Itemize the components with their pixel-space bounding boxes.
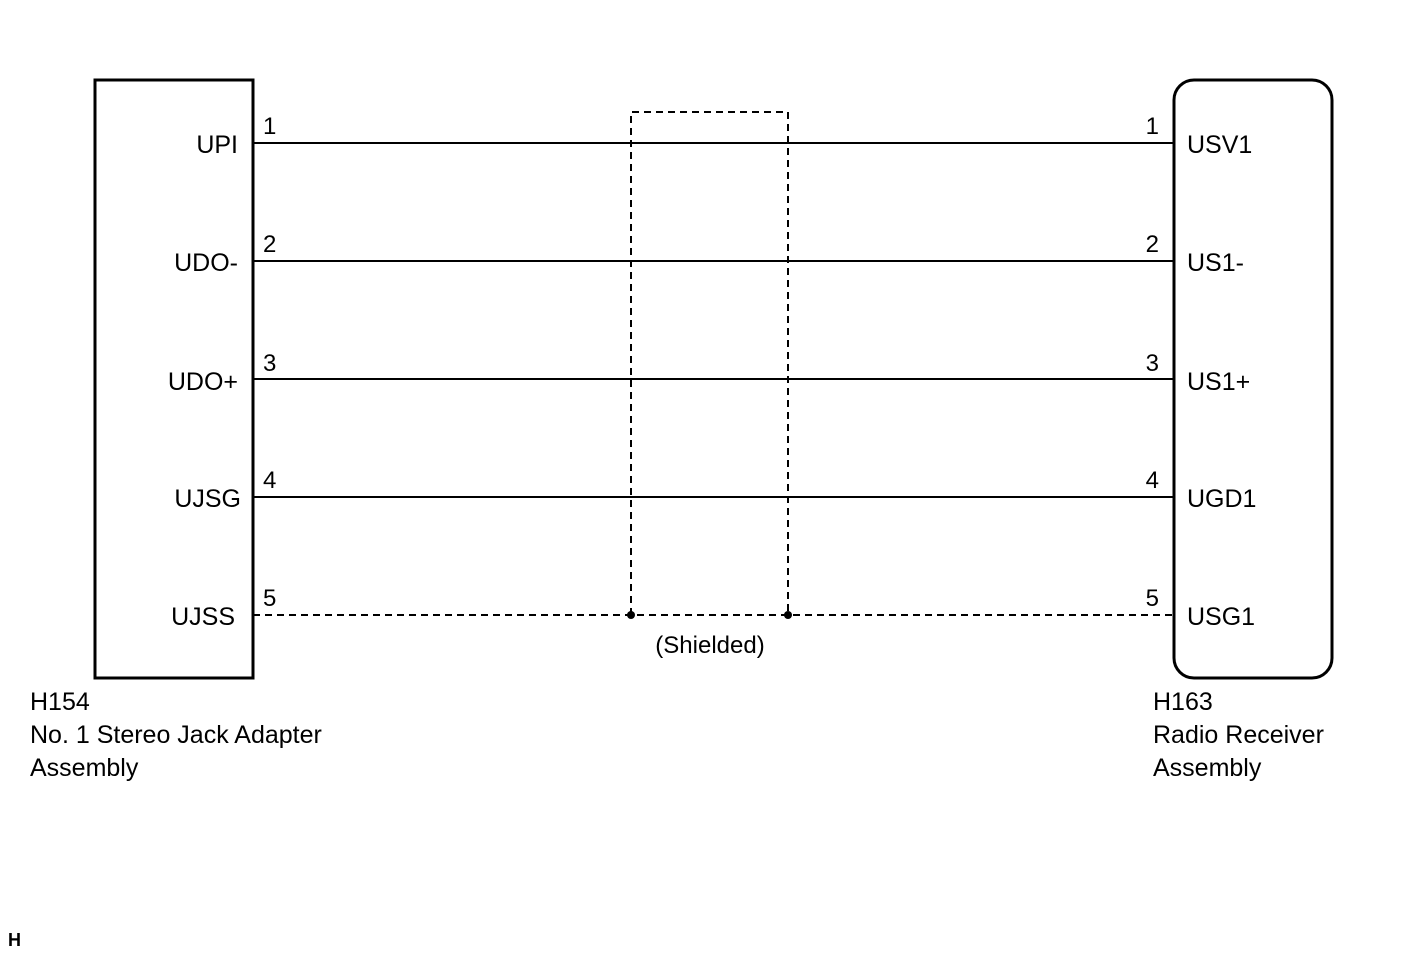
right-pin-label-2: US1- (1187, 249, 1244, 277)
left-pin-label-4: UJSG (174, 485, 241, 513)
page-mark: H (8, 930, 21, 950)
left-pin-num-2: 2 (263, 231, 276, 258)
right-connector-code: H163 (1153, 688, 1213, 716)
right-connector-name-line1: Radio Receiver (1153, 721, 1324, 749)
left-pin-label-3: UDO+ (168, 368, 238, 396)
left-pin-num-5: 5 (263, 585, 276, 612)
left-pin-label-5: UJSS (171, 603, 235, 631)
shield-junction-left (627, 611, 635, 619)
right-pin-num-5: 5 (1146, 585, 1159, 612)
left-pin-num-1: 1 (263, 113, 276, 140)
left-connector-name-line1: No. 1 Stereo Jack Adapter (30, 721, 322, 749)
right-pin-num-3: 3 (1146, 350, 1159, 377)
right-pin-num-2: 2 (1146, 231, 1159, 258)
right-pin-label-4: UGD1 (1187, 485, 1256, 513)
left-connector-name-line2: Assembly (30, 754, 139, 782)
left-pin-num-3: 3 (263, 350, 276, 377)
right-pin-label-1: USV1 (1187, 131, 1252, 159)
right-connector-caption: H163 Radio Receiver Assembly (1153, 686, 1324, 785)
left-pin-label-2: UDO- (174, 249, 238, 277)
right-connector-name-line2: Assembly (1153, 754, 1262, 782)
right-pin-label-3: US1+ (1187, 368, 1250, 396)
shield-outline (630, 111, 789, 615)
right-pin-label-5: USG1 (1187, 603, 1255, 631)
left-pin-num-4: 4 (263, 467, 276, 494)
right-pin-num-4: 4 (1146, 467, 1159, 494)
left-connector-caption: H154 No. 1 Stereo Jack Adapter Assembly (30, 686, 322, 785)
right-pin-num-1: 1 (1146, 113, 1159, 140)
shield-label: (Shielded) (655, 632, 764, 659)
left-connector-code: H154 (30, 688, 90, 716)
shield-junction-right (784, 611, 792, 619)
left-pin-label-1: UPI (196, 131, 238, 159)
